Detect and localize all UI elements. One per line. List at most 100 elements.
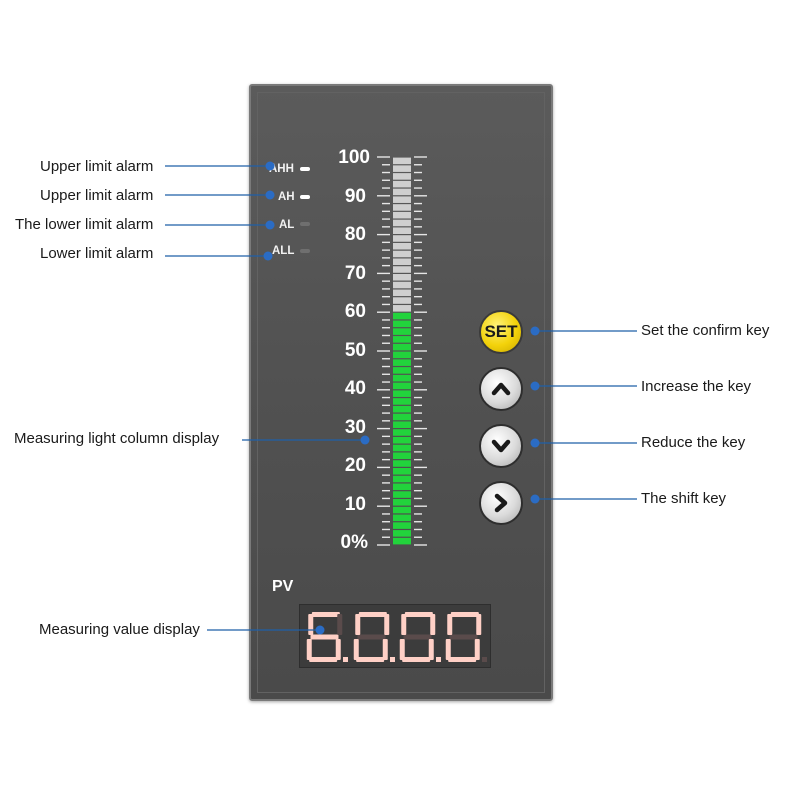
callout-dot-reduce xyxy=(530,438,540,448)
scale-label-90: 90 xyxy=(344,186,366,207)
bar-segment xyxy=(393,250,411,258)
bar-segment xyxy=(393,305,411,312)
chevron-up-icon xyxy=(491,382,511,396)
digit-1-decimal-point xyxy=(390,657,395,662)
bar-segment xyxy=(393,483,411,491)
bar-segment xyxy=(393,312,411,320)
digit-3-decimal-point xyxy=(482,657,487,662)
bar-segment xyxy=(393,242,411,250)
callout-increase: Increase the key xyxy=(641,378,752,395)
digit-3-segment-b xyxy=(476,614,482,635)
callout-set: Set the confirm key xyxy=(641,322,770,339)
digit-1-segment-b xyxy=(384,614,390,635)
scale-label-30: 30 xyxy=(344,417,366,438)
scale-ticks xyxy=(377,156,427,546)
bar-segment xyxy=(393,522,411,529)
bar-segment xyxy=(393,452,411,460)
digit-2-segment-b xyxy=(430,614,436,635)
seven-segment-digits xyxy=(306,612,487,662)
callout-lines xyxy=(165,161,637,635)
digit-0-decimal-point xyxy=(343,657,348,662)
increase-key[interactable] xyxy=(479,367,523,411)
light-column-bar xyxy=(393,157,411,545)
alarm-label-al: AL xyxy=(279,219,295,231)
digit-3-segment-c xyxy=(474,639,480,660)
callout-dot-value xyxy=(315,625,325,635)
scale-label-70: 70 xyxy=(344,263,366,284)
shift-key[interactable] xyxy=(479,481,523,525)
callout-bar: Measuring light column display xyxy=(14,430,220,447)
scale-label-80: 80 xyxy=(344,224,366,245)
bar-segment xyxy=(393,405,411,413)
digit-1-segment-e xyxy=(353,639,359,660)
bar-segment xyxy=(393,398,411,405)
callout-reduce: Reduce the key xyxy=(641,434,746,451)
callout-ah: Upper limit alarm xyxy=(40,187,154,204)
digit-2-segment-c xyxy=(428,639,434,660)
set-key[interactable]: SET xyxy=(479,310,523,354)
bar-segment xyxy=(393,157,411,165)
callout-dot-shift xyxy=(530,494,540,504)
callout-dot-ah xyxy=(265,190,275,200)
scale-label-0: 0% xyxy=(340,532,368,553)
bar-segment xyxy=(393,351,411,359)
bar-segment xyxy=(393,289,411,297)
bar-segment xyxy=(393,460,411,467)
bar-segment xyxy=(393,173,411,180)
alarm-led-ahh xyxy=(300,167,310,171)
bar-segment xyxy=(393,188,411,196)
reduce-key[interactable] xyxy=(479,424,523,468)
digit-2-segment-g xyxy=(403,634,432,640)
bar-segment xyxy=(393,328,411,335)
digit-3-segment-d xyxy=(448,657,477,662)
bar-segment xyxy=(393,506,411,514)
bar-segment xyxy=(393,281,411,289)
scale-label-20: 20 xyxy=(344,455,366,476)
bar-segment xyxy=(393,219,411,227)
digit-2-decimal-point xyxy=(436,657,441,662)
callout-dot-set xyxy=(530,326,540,336)
digit-0-segment-a xyxy=(311,612,340,617)
bar-segment xyxy=(393,382,411,390)
bar-segment xyxy=(393,468,411,475)
digit-3-segment-a xyxy=(450,612,479,617)
bar-segment xyxy=(393,274,411,281)
callout-dot-al xyxy=(265,220,275,230)
bar-segment xyxy=(393,436,411,444)
bar-segment xyxy=(393,227,411,234)
pv-label: PV xyxy=(272,578,294,595)
callout-al: The lower limit alarm xyxy=(15,216,154,233)
chevron-right-icon xyxy=(494,493,508,513)
bar-segment xyxy=(393,537,411,545)
digit-0-segment-e xyxy=(306,639,312,660)
bar-segment xyxy=(393,367,411,374)
digit-0-segment-d xyxy=(309,657,338,662)
bar-segment xyxy=(393,336,411,343)
digit-0-segment-g xyxy=(310,634,339,640)
set-key-label: SET xyxy=(484,322,518,341)
alarm-label-ahh: AHH xyxy=(269,163,294,175)
bar-segment xyxy=(393,211,411,219)
bar-segment xyxy=(393,235,411,242)
digit-2-segment-e xyxy=(399,639,405,660)
digit-2-segment-d xyxy=(402,657,431,662)
callout-shift: The shift key xyxy=(641,490,727,507)
alarm-led-ah xyxy=(300,195,310,199)
digit-2-segment-f xyxy=(401,614,407,635)
callout-value: Measuring value display xyxy=(39,621,200,638)
digit-1-segment-f xyxy=(355,614,361,635)
scale-label-60: 60 xyxy=(344,301,366,322)
bar-segment xyxy=(393,475,411,483)
bar-segment xyxy=(393,180,411,188)
digit-1-segment-g xyxy=(357,634,386,640)
panel-bezel xyxy=(257,92,545,693)
scale-label-100: 100 xyxy=(338,147,370,168)
bar-segment xyxy=(393,266,411,273)
digit-2-segment-a xyxy=(404,612,433,617)
digit-1-segment-c xyxy=(382,639,388,660)
bar-segment xyxy=(393,429,411,436)
bar-segment xyxy=(393,320,411,328)
bar-segment xyxy=(393,514,411,522)
digit-3-segment-f xyxy=(447,614,453,635)
